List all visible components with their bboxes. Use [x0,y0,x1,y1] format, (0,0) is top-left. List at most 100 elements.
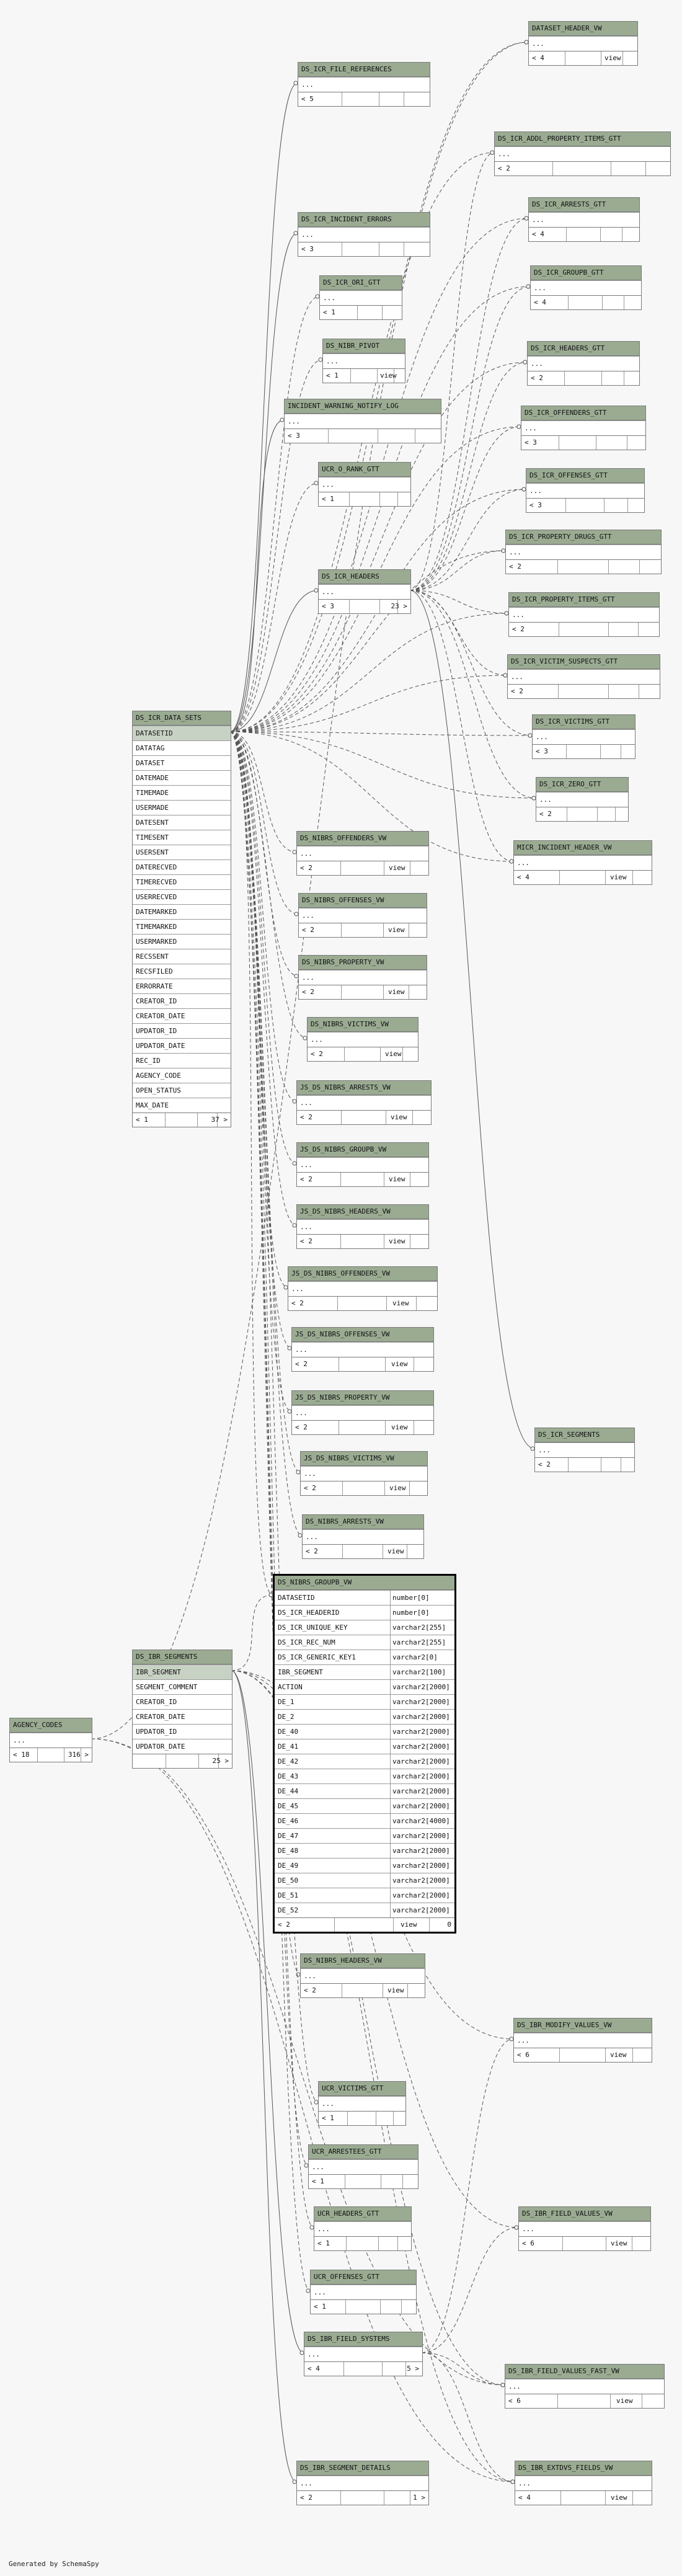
column-row[interactable]: TIMERECVED [133,874,231,889]
parent-count[interactable]: < 5 [301,95,314,103]
column-row[interactable]: USERRECVED [133,889,231,904]
table-name[interactable]: UCR_O_RANK_GTT [319,463,410,477]
column-row[interactable]: ... [309,2159,418,2174]
parent-count[interactable]: < 2 [302,926,314,934]
column-row[interactable]: ... [536,792,628,807]
column-row[interactable]: ... [298,227,430,242]
column-row[interactable]: ... [505,2379,664,2394]
column-row[interactable]: ... [323,353,405,368]
parent-count[interactable]: < 2 [498,164,510,172]
table-name[interactable]: DS_NIBRS_PROPERTY_VW [299,956,427,970]
column-row[interactable]: ... [515,2476,652,2490]
table-name[interactable]: JS_DS_NIBRS_ARRESTS_VW [297,1081,431,1095]
table-ucr-o-rank[interactable]: UCR_O_RANK_GTT...< 1 [318,462,411,507]
table-name[interactable]: DS_ICR_GROUPB_GTT [531,266,641,280]
parent-count[interactable]: < 3 [288,432,300,440]
column-row[interactable]: ERRORRATE [133,979,231,993]
column-row[interactable]: TIMEMADE [133,785,231,800]
parent-count[interactable]: < 3 [301,245,314,253]
table-name[interactable]: MICR_INCIDENT_HEADER_VW [514,841,652,855]
column-row[interactable]: ... [535,1442,634,1457]
column-row[interactable]: DATEMARKED [133,904,231,919]
parent-count[interactable]: < 2 [539,810,552,818]
parent-count[interactable]: < 2 [511,687,523,695]
table-name[interactable]: DS_IBR_SEGMENTS [133,1650,232,1664]
column-row[interactable]: CREATOR_DATE [133,1008,231,1023]
table-icr-property-items[interactable]: DS_ICR_PROPERTY_ITEMS_GTT...< 2 [508,592,660,637]
table-icr-incident-errors[interactable]: DS_ICR_INCIDENT_ERRORS...< 3 [298,212,430,257]
parent-count[interactable]: < 4 [518,2494,531,2502]
column-row[interactable]: ... [288,1281,437,1296]
parent-count[interactable]: < 2 [295,1360,308,1368]
parent-count[interactable]: < 3 [536,747,548,755]
parent-count[interactable]: < 2 [300,2494,312,2502]
table-name[interactable]: DS_NIBRS_GROUPB_VW [275,1576,454,1590]
table-name[interactable]: JS_DS_NIBRS_HEADERS_VW [297,1205,428,1219]
parent-count[interactable]: < 3 [525,438,537,446]
table-icr-addl-prop[interactable]: DS_ICR_ADDL_PROPERTY_ITEMS_GTT...< 2 [494,131,671,176]
parent-count[interactable]: < 2 [509,562,521,571]
table-name[interactable]: DS_ICR_ARRESTS_GTT [529,198,639,212]
parent-count[interactable]: < 2 [304,1986,316,1994]
column-row[interactable]: ... [314,2221,411,2236]
child-count[interactable]: 1 > [413,2494,425,2502]
table-ucr-victims[interactable]: UCR_VICTIMS_GTT...< 1 [318,2081,406,2126]
column-row[interactable]: ... [301,1968,425,1983]
column-row[interactable]: ... [495,146,670,161]
table-name[interactable]: DS_ICR_OFFENDERS_GTT [521,406,645,420]
table-name[interactable]: DS_NIBRS_OFFENSES_VW [299,894,427,908]
table-name[interactable]: JS_DS_NIBRS_PROPERTY_VW [292,1391,433,1405]
parent-count[interactable]: < 1 [322,2114,334,2122]
parent-count[interactable]: < 3 [322,602,334,610]
column-row[interactable]: USERMARKED [133,934,231,949]
column-row[interactable]: AGENCY_CODE [133,1068,231,1083]
table-name[interactable]: UCR_VICTIMS_GTT [319,2082,405,2096]
column-row[interactable]: ... [10,1733,92,1748]
parent-count[interactable]: < 18 [13,1751,30,1759]
column-row[interactable]: ... [297,2476,428,2490]
parent-count[interactable]: < 2 [306,1547,318,1555]
table-name[interactable]: DS_ICR_ZERO_GTT [536,778,628,792]
table-name[interactable]: DS_ICR_PROPERTY_DRUGS_GTT [506,530,661,544]
child-count[interactable]: 316 > [68,1751,89,1759]
column-row[interactable]: ... [299,908,427,923]
column-row[interactable]: TIMEMARKED [133,919,231,934]
child-count[interactable]: 5 > [407,2365,419,2373]
column-row[interactable]: ... [297,846,428,861]
table-name[interactable]: INCIDENT_WARNING_NOTIFY_LOG [285,399,441,414]
column-row[interactable]: ... [531,280,641,295]
parent-count[interactable]: < 1 [317,2239,330,2247]
column-row[interactable]: ... [292,1405,433,1420]
table-name[interactable]: DS_ICR_OFFENSES_GTT [526,469,644,483]
column-row[interactable]: ... [528,356,639,371]
parent-count[interactable]: < 2 [311,1050,323,1058]
column-row[interactable]: CREATOR_DATE [133,1709,232,1724]
column-row[interactable]: CREATOR_ID [133,1694,232,1709]
table-name[interactable]: DS_ICR_HEADERS [319,570,410,584]
column-row[interactable]: SEGMENT_COMMENT [133,1679,232,1694]
parent-count[interactable]: < 2 [300,864,312,872]
column-row[interactable]: USERSENT [133,845,231,859]
table-name[interactable]: DS_IBR_FIELD_VALUES_VW [519,2207,650,2221]
